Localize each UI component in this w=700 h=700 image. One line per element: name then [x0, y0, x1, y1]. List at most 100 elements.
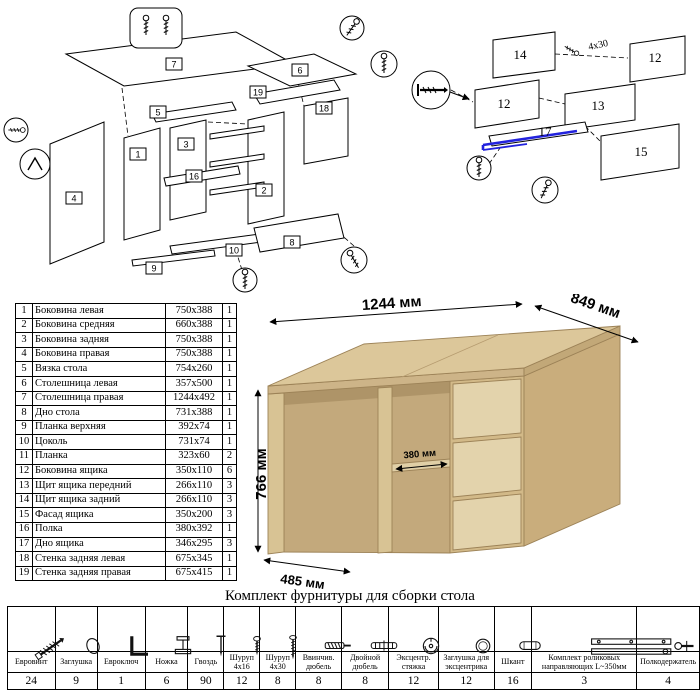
- exploded-diagram-desk: 7 6 19 18 5 3 1 16 2 4 10 8 9: [3, 7, 398, 293]
- hardware-qty: 9: [54, 672, 98, 690]
- callout-label: 9: [151, 264, 156, 274]
- desk-drawer-2: [452, 436, 522, 498]
- fastener-callout-box: [129, 7, 183, 49]
- part-num: 14: [15, 492, 33, 509]
- part-qty: 3: [222, 536, 237, 553]
- drawer-facade: [600, 123, 680, 181]
- part-name: Боковина ящика: [32, 463, 166, 480]
- part-num: 5: [15, 361, 33, 377]
- slide-rail: [209, 125, 265, 140]
- screw-long-icon: [259, 606, 297, 660]
- part-name: Стенка задняя левая: [32, 551, 166, 567]
- cap-plug-icon: [54, 606, 100, 655]
- part-number: 12: [498, 96, 511, 111]
- part-qty: 6: [222, 463, 237, 480]
- fastener-glyphs: [417, 44, 581, 200]
- part-size: 675x415: [165, 565, 223, 582]
- part-size: 1244x492: [165, 390, 223, 407]
- part-qty: 1: [222, 405, 237, 421]
- dim-left-depth-label: 485 мм: [280, 571, 326, 592]
- cam-cap-icon: [437, 606, 495, 654]
- part-num: 9: [15, 419, 33, 436]
- part-num: 13: [15, 478, 33, 494]
- part-num: 18: [15, 551, 33, 567]
- double-dowel-icon: [340, 606, 398, 652]
- part-size: 675x345: [165, 551, 223, 567]
- part-number: 17: [539, 124, 553, 139]
- part-size: 357x500: [165, 375, 223, 392]
- part-name: Планка: [32, 448, 166, 465]
- part-size: 750x388: [165, 332, 223, 348]
- threaded-dowel-icon: [295, 606, 351, 652]
- part-qty: 3: [222, 492, 237, 509]
- part-name: Боковина левая: [32, 303, 166, 319]
- drawer-side: [474, 79, 540, 129]
- part-number: 13: [592, 98, 605, 113]
- part-qty: 1: [222, 375, 237, 392]
- part-size: 750x388: [165, 346, 223, 363]
- part-qty: 1: [222, 303, 237, 319]
- hardware-qty: 4: [636, 672, 700, 690]
- desk-cavity-shadow: [284, 381, 450, 405]
- part-name: Цоколь: [32, 434, 166, 450]
- part-qty: 1: [222, 317, 237, 334]
- part-name: Дно стола: [32, 405, 166, 421]
- drawer-back-shield: [492, 31, 556, 79]
- hardware-qty: 24: [7, 672, 56, 690]
- hardware-qty: 12: [388, 672, 439, 690]
- part-name: Стенка задняя правая: [32, 565, 166, 582]
- drawer-front-shield: [564, 83, 636, 131]
- part-num: 7: [15, 390, 33, 407]
- tie-rail: [151, 101, 237, 123]
- part-size: 392x74: [165, 419, 223, 436]
- part-name: Полка: [32, 521, 166, 538]
- part-qty: 3: [222, 478, 237, 494]
- part-qty: 1: [222, 521, 237, 538]
- hardware-qty: 8: [340, 672, 390, 690]
- hardware-qty: 8: [259, 672, 297, 690]
- hardware-qty: 90: [187, 672, 225, 690]
- hex-key-icon: [96, 606, 149, 656]
- part-number: 14: [514, 47, 528, 62]
- part-num: 6: [15, 375, 33, 392]
- part-qty: 1: [222, 390, 237, 407]
- desk-top-seam: [401, 334, 499, 378]
- part-num: 17: [15, 536, 33, 553]
- part-qty: 1: [222, 361, 237, 377]
- drawer-slide-icon: [531, 606, 672, 655]
- dim-depth-label: 849 мм: [568, 294, 622, 322]
- callout-label: 6: [297, 66, 302, 76]
- back-wall-left: [303, 97, 349, 165]
- hardware-qty: 1: [96, 672, 146, 690]
- part-name: Боковина задняя: [32, 332, 166, 348]
- drawer-part-numbers: 14 12 12 13 17 15 4x30: [498, 38, 662, 159]
- part-number: 12: [649, 50, 662, 65]
- dim-shelf-label: 380 мм: [403, 448, 436, 462]
- part-num: 1: [15, 303, 33, 319]
- part-num: 10: [15, 434, 33, 450]
- part-num: 2: [15, 317, 33, 334]
- part-num: 3: [15, 332, 33, 348]
- callout-label: 4: [71, 194, 76, 204]
- part-qty: 2: [222, 448, 237, 465]
- callout-label: 10: [229, 246, 239, 256]
- callout-label: 1: [135, 150, 140, 160]
- desk-render: 1244 мм 849 мм 766 мм 380 мм 485 мм: [253, 294, 639, 592]
- drawer-side: [629, 35, 686, 83]
- hardware-qty: 12: [223, 672, 261, 690]
- part-name: Планка верхняя: [32, 419, 166, 436]
- part-num: 8: [15, 405, 33, 421]
- part-name: Щит ящика задний: [32, 492, 166, 509]
- dim-width-label: 1244 мм: [361, 294, 422, 314]
